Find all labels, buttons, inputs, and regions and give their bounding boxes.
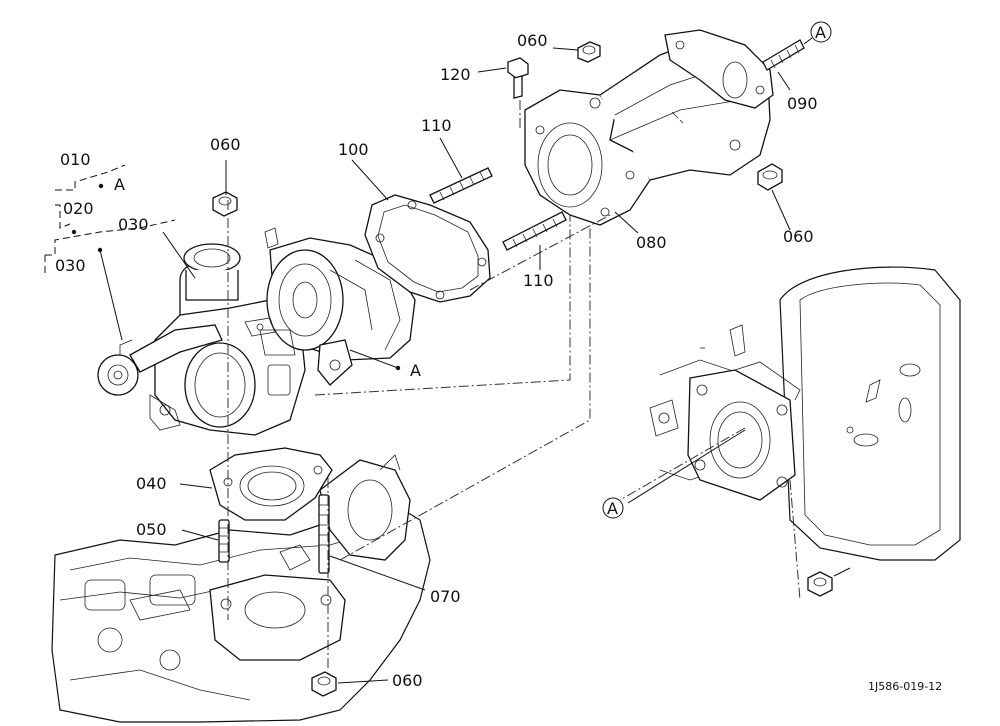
stud-050 (218, 519, 230, 563)
callout-040: 040 (136, 474, 167, 493)
leader-lines (71, 47, 791, 684)
nut-060-bottom (311, 671, 337, 697)
callout-030-upper: 030 (118, 215, 149, 234)
gasket-100 (364, 194, 491, 303)
callout-120: 120 (440, 65, 471, 84)
stud-070 (318, 494, 330, 574)
turbocharger-assembly (97, 227, 416, 436)
callout-060-turbo: 060 (210, 135, 241, 154)
callout-110-lower: 110 (523, 271, 554, 290)
callout-050: 050 (136, 520, 167, 539)
svg-text:A: A (607, 499, 618, 518)
circled-ref-a-top: A (803, 21, 832, 45)
callout-080: 080 (636, 233, 667, 252)
circled-ref-a-inset: A (602, 497, 624, 519)
figure-code: 1J586-019-12 (868, 680, 942, 693)
inset-engine-view (649, 266, 961, 597)
callout-070: 070 (430, 587, 461, 606)
stud-110-lower (502, 211, 567, 251)
bolt-120 (507, 57, 529, 99)
callout-090: 090 (787, 94, 818, 113)
nut-060-top (577, 41, 601, 63)
turbo-ref-a: A (410, 361, 421, 380)
nut-060-turbo (212, 191, 238, 217)
callout-100: 100 (338, 140, 369, 159)
nut-060-right (757, 163, 783, 191)
svg-text:A: A (815, 23, 826, 42)
callout-060-top: 060 (517, 31, 548, 50)
callout-060-bottom: 060 (392, 671, 423, 690)
callout-110-upper: 110 (421, 116, 452, 135)
callout-020: 020 (63, 199, 94, 218)
callout-010: 010 (60, 150, 91, 169)
stud-090 (762, 39, 805, 71)
exhaust-elbow-080 (524, 29, 774, 226)
kit-ref-a: A (114, 175, 125, 194)
engine-cylinder-head (51, 454, 431, 723)
callout-030-lower: 030 (55, 256, 86, 275)
stud-110-upper (429, 167, 493, 204)
reference-lines (44, 100, 801, 668)
callout-060-right: 060 (783, 227, 814, 246)
